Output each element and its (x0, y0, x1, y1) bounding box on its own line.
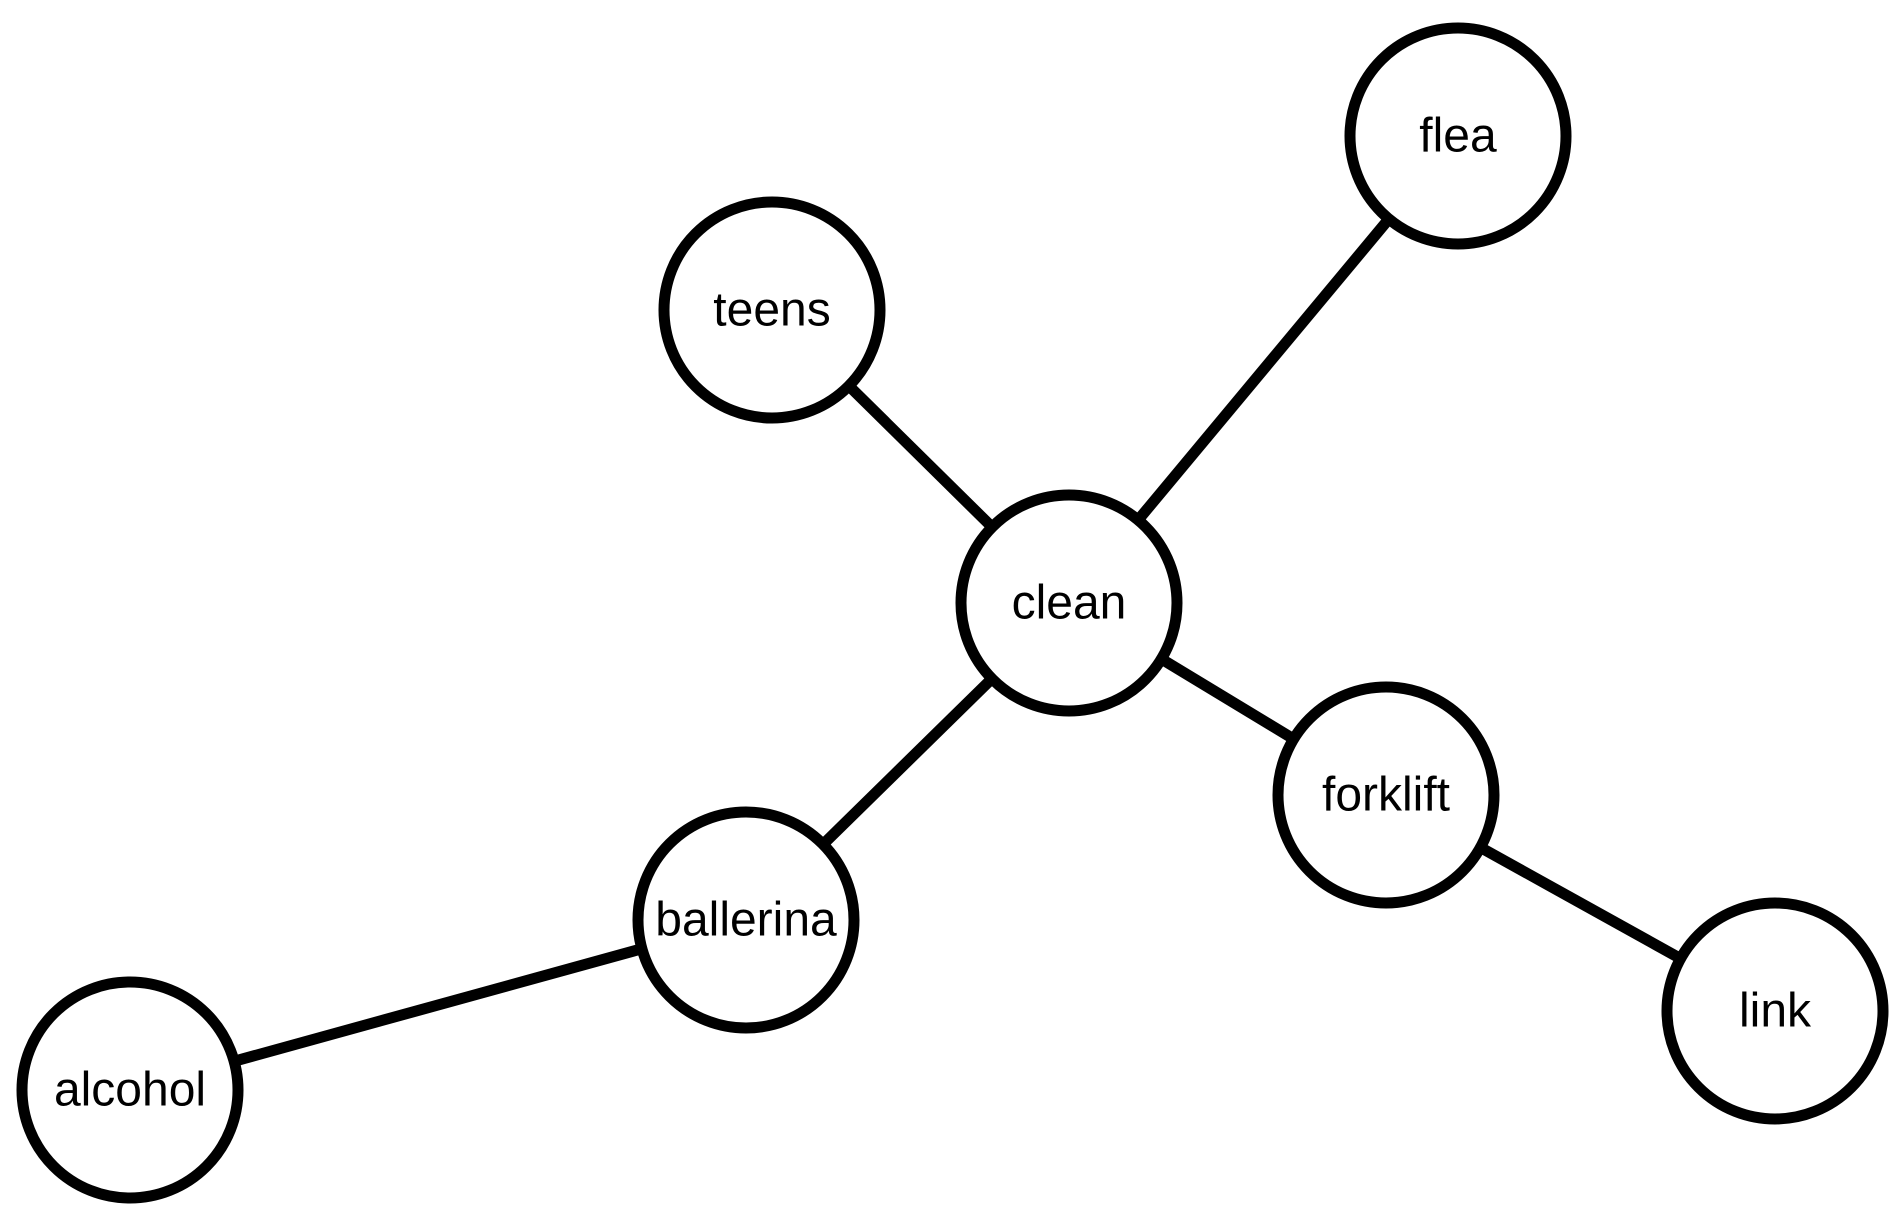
nodes-layer: flea teens clean forklift ballerina link alcoh… (16, 22, 1889, 1204)
node-alcohol: alcohol (16, 976, 244, 1204)
node-ballerina: ballerina (632, 806, 860, 1034)
node-label-clean: clean (1012, 577, 1127, 630)
node-label-forklift: forklift (1322, 769, 1450, 822)
node-label-flea: flea (1419, 110, 1497, 163)
node-link: link (1661, 897, 1889, 1125)
node-circle-forklift (1272, 681, 1500, 909)
node-circle-alcohol (16, 976, 244, 1204)
node-circle-link (1661, 897, 1889, 1125)
node-circle-clean (955, 489, 1183, 717)
node-label-ballerina: ballerina (655, 894, 837, 947)
node-circle-teens (658, 196, 886, 424)
node-circle-flea (1344, 22, 1572, 250)
node-forklift: forklift (1272, 681, 1500, 909)
node-label-alcohol: alcohol (54, 1064, 206, 1117)
node-teens: teens (658, 196, 886, 424)
node-clean: clean (955, 489, 1183, 717)
node-circle-ballerina (632, 806, 860, 1034)
node-label-teens: teens (713, 284, 830, 337)
edges-layer (128, 132, 1778, 1096)
node-flea: flea (1344, 22, 1572, 250)
node-label-link: link (1739, 985, 1812, 1038)
